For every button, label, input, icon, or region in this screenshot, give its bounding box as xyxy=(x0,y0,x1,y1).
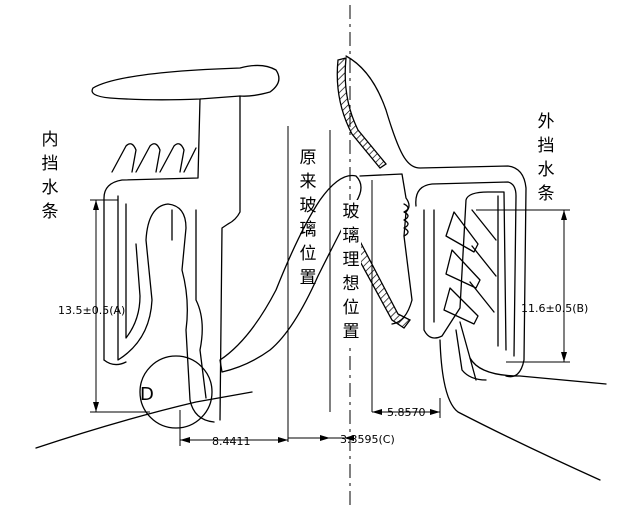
detail-label: D xyxy=(140,384,154,405)
glass-hatched-lens xyxy=(336,57,387,169)
glass-guide-arm xyxy=(219,174,362,373)
detail-circle xyxy=(139,355,213,429)
inner-strip-profile xyxy=(35,64,280,449)
dimension-left-offset-label: 8.4411 xyxy=(212,435,251,448)
dimension-a-label: 13.5±0.5(A) xyxy=(58,304,125,317)
dimension-right-offset-label: 5.8570 xyxy=(387,406,426,419)
original-glass-label: 原来玻璃位置 xyxy=(299,148,317,288)
dimension-left-offset xyxy=(179,410,288,446)
dimension-b-label: 11.6±0.5(B) xyxy=(521,302,588,315)
dimension-c xyxy=(288,435,354,441)
dimension-a xyxy=(90,199,150,413)
outer-strip-label: 外挡水条 xyxy=(537,112,555,204)
outer-strip-profile xyxy=(345,55,607,481)
ideal-glass-label: 玻璃理想位置 xyxy=(341,200,361,344)
inner-strip-label: 内挡水条 xyxy=(41,130,59,222)
dimension-right-offset xyxy=(372,398,441,418)
dimension-b xyxy=(476,209,570,363)
dimension-c-label: 3.3595(C) xyxy=(340,433,395,446)
